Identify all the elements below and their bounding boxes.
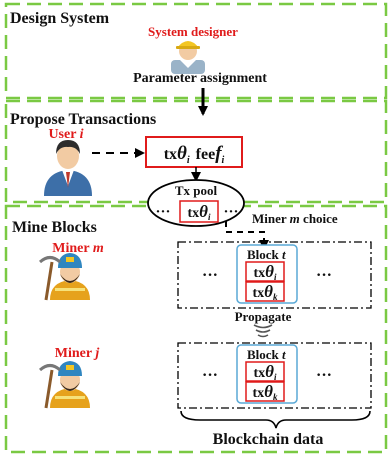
- lower-block-row: [177, 342, 372, 409]
- propose-transactions-section: [4, 99, 388, 204]
- tx-pool-label: Tx pool: [175, 183, 218, 198]
- miner-j-label: Miner j: [55, 346, 100, 361]
- upper-block-tx-k-box: [245, 281, 285, 302]
- miner-choice-arrow: [225, 221, 269, 250]
- lower-row-dots-left: ···: [202, 367, 218, 384]
- propagate-signal-icon: [253, 324, 273, 338]
- design-system-title: Design System: [10, 10, 110, 27]
- lower-block-tx-k: txθk: [253, 382, 279, 402]
- propagate-label: Propagate: [235, 309, 292, 324]
- propose-transactions-title: Propose Transactions: [10, 111, 156, 128]
- upper-row-dots-left: ···: [202, 267, 218, 284]
- upper-block-tx-i-box: [245, 261, 285, 282]
- miner-choice-label: Miner m choice: [252, 211, 338, 226]
- tx-pool-transaction: [179, 200, 219, 223]
- upper-block-tx-i: txθi: [253, 262, 277, 282]
- user-label: User i: [48, 127, 83, 142]
- user-avatar-icon: [44, 140, 92, 196]
- lower-block-tx-i: txθi: [253, 362, 277, 382]
- transaction-box: [145, 136, 243, 168]
- tx-pool-dots-left: ···: [155, 204, 170, 220]
- tx-pool-transaction-text: txθi: [187, 202, 211, 222]
- miner-m-label: Miner m: [52, 241, 104, 256]
- lower-block-label: Block t: [247, 347, 286, 362]
- mine-blocks-title: Mine Blocks: [12, 219, 97, 236]
- miner-j-icon: [38, 361, 90, 409]
- upper-row-dots-right: ···: [316, 267, 332, 284]
- design-system-section: [4, 2, 388, 100]
- miner-m-icon: [38, 253, 90, 301]
- upper-block-label: Block t: [247, 247, 286, 262]
- blockchain-brace: [180, 410, 371, 429]
- parameter-assignment-label: Parameter assignment: [133, 71, 267, 86]
- lower-block-tx-k-box: [245, 381, 285, 402]
- blockchain-data-label: Blockchain data: [213, 431, 324, 448]
- lower-block-tx-i-box: [245, 361, 285, 382]
- lower-row-dots-right: ···: [316, 367, 332, 384]
- tx-pool-dots-right: ···: [223, 204, 238, 220]
- system-designer-label: System designer: [148, 24, 238, 39]
- system-designer-icon: [171, 41, 205, 74]
- upper-block-row: [177, 241, 372, 309]
- upper-block-tx-k: txθk: [253, 282, 279, 302]
